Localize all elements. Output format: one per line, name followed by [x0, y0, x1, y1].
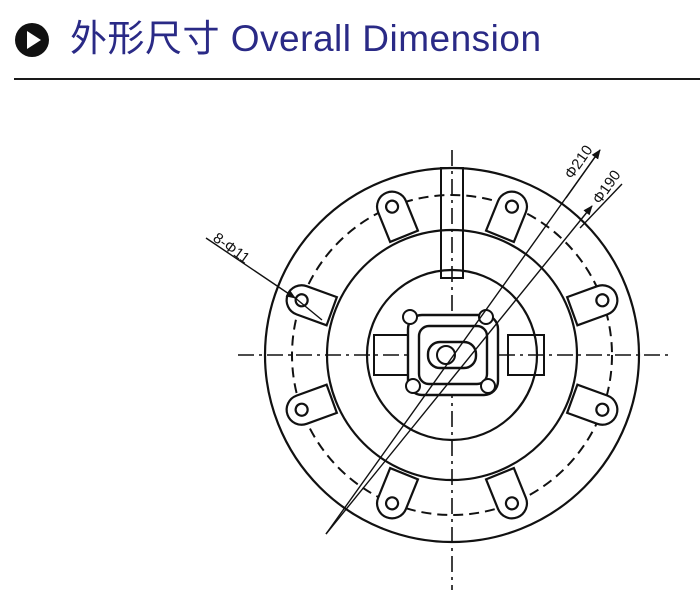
dim-line-outer [325, 149, 601, 535]
bolt-lug [565, 284, 619, 327]
bolt-hole [595, 402, 610, 417]
page-title: 外形尺寸 Overall Dimension [70, 18, 542, 59]
bolt-lug [375, 190, 420, 244]
bolt-lug [285, 284, 339, 327]
dim-line-bolt [325, 205, 593, 535]
bolt-hole [384, 199, 400, 214]
dim-ext-bolt [579, 183, 623, 229]
valve-bolt [480, 378, 496, 394]
valve-center [436, 345, 456, 365]
bolt-lug [285, 383, 339, 426]
upper-rib [440, 167, 464, 279]
header: 外形尺寸 Overall Dimension [0, 0, 700, 80]
bolt-lug [484, 466, 529, 520]
bolt-hole [384, 496, 400, 511]
holes-leader-tail [293, 296, 323, 321]
header-divider [14, 78, 700, 80]
holes-label: 8-Φ11 [210, 229, 253, 267]
bolt-lug [565, 383, 619, 426]
valve-bolt [405, 378, 421, 394]
bolt-hole [504, 496, 520, 511]
dim-ext-outer [565, 149, 601, 199]
bolt-lug [484, 190, 529, 244]
valve-bolt [402, 309, 418, 325]
bolt-hole [595, 293, 610, 308]
bolt-hole [294, 402, 309, 417]
holes-leader [205, 237, 296, 299]
side-tab-right [507, 334, 545, 376]
bolt-lug [375, 466, 420, 520]
play-circle-icon [15, 23, 49, 57]
bolt-hole [504, 199, 520, 214]
